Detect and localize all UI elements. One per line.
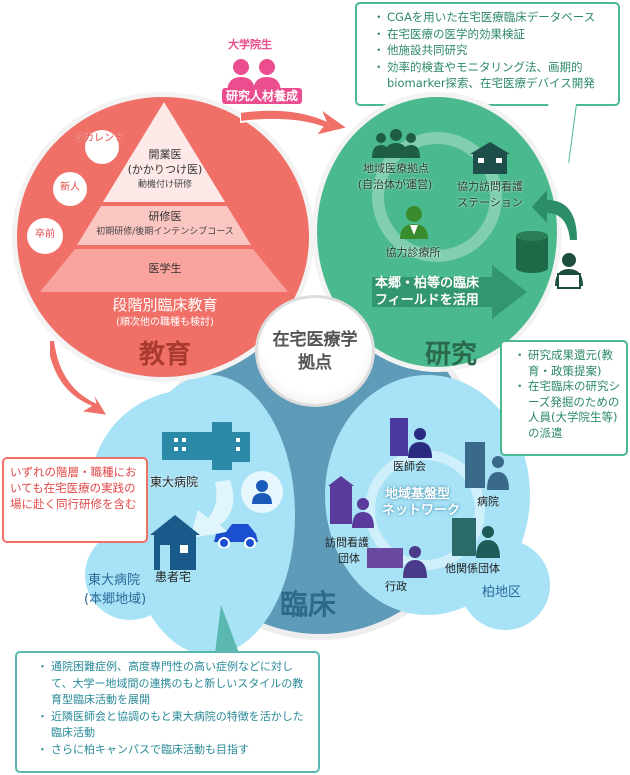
education-caption: 段階別臨床教育: [112, 296, 218, 314]
government-label: 行政: [385, 580, 407, 593]
bottom-callout-tail: [215, 605, 239, 653]
patient-home-label: 患者宅: [155, 570, 192, 584]
car-icon: [214, 524, 258, 548]
todai-hospital-icon: [162, 422, 250, 470]
callout-item: 通院困難症例、高度専門性の高い症例などに対して、大学ー地域間の連携のもと新しいス…: [37, 659, 312, 709]
training-note-callout: いずれの階層・職種においても在宅医療の実践の場に赴く同行研修を含む: [2, 457, 148, 543]
graduate-label: 大学院生: [228, 38, 272, 51]
callout-item: 在宅臨床の研究シーズ発掘のための人員(大学院生等)の派遣: [514, 379, 621, 441]
clinical-activity-callout: 通院困難症例、高度専門性の高い症例などに対して、大学ー地域間の連携のもと新しいス…: [15, 651, 320, 773]
node-regional-base: 地域医療拠点: [363, 162, 429, 175]
research-talent-banner: 研究人材養成: [222, 88, 303, 105]
pyramid-top-note: 動機付け研修: [137, 180, 192, 190]
pyramid-mid-note: 初期研修/後期インテンシブコース: [96, 227, 234, 237]
callout-item: さらに柏キャンパスで臨床活動も目指す: [37, 742, 312, 759]
doctor-bubble-icon: [241, 471, 283, 513]
research-topics-callout: CGAを用いた在宅医療臨床データベース 在宅医療の医学的効果検証 他施設共同研究…: [355, 2, 620, 106]
kashiwa-area-label: 柏地区: [482, 585, 522, 600]
other-orgs-icon: [452, 518, 500, 558]
field-arrow-icon: [372, 265, 527, 319]
government-icon: [367, 546, 427, 578]
regional-medical-base-icon: [372, 129, 420, 158]
nursing-org-sub: 団体: [338, 552, 360, 565]
nursing-org-icon: [328, 476, 374, 528]
arrow-to-research-icon: [240, 105, 350, 138]
callout-item: 近隣医師会と協調のもと東大病院の特徴を活かした臨床活動: [37, 709, 312, 742]
researcher-laptop-icon: [555, 253, 583, 289]
center-hub-line1: 在宅医療学: [272, 330, 358, 350]
pyramid-top-title: 開業医: [148, 148, 182, 161]
medical-association-icon: [390, 418, 432, 458]
stage-recurrent: [85, 130, 119, 164]
stage-newcomer: [53, 172, 87, 206]
node-nursing-station-sub: ステーション: [457, 196, 523, 209]
callout-item: 他施設共同研究: [373, 42, 610, 59]
callout-item: 効率的検査やモニタリング法、画期的biomarker探索、在宅医療デバイス開発: [373, 59, 610, 92]
education-pyramid: [40, 102, 288, 292]
flow-arrow-icon: [190, 480, 234, 538]
other-orgs-label: 他関係団体: [445, 562, 500, 575]
house-icon: [150, 515, 200, 570]
pyramid-bottom-title: 医学生: [148, 262, 182, 275]
field-text-line2: フィールドを活用: [375, 293, 479, 308]
pyramid-top-sub: (かかりつけ医): [127, 163, 203, 176]
todai-hospital-label: 東大病院: [150, 475, 199, 489]
callout-tail: [548, 104, 576, 164]
hongo-area-label: 東大病院: [88, 573, 141, 588]
stage-newcomer-label: 新人: [60, 182, 80, 193]
arrow-to-clinical-icon: [50, 340, 110, 418]
stage-undergrad: [27, 218, 63, 254]
node-clinic: 協力診療所: [385, 246, 441, 259]
network-label-2: ネットワーク: [382, 503, 461, 518]
center-hub: [255, 295, 375, 407]
network-label-1: 地域基盤型: [385, 487, 451, 502]
education-title: 教育: [138, 340, 191, 370]
hospital-label: 病院: [477, 495, 499, 508]
research-outcome-callout: 研究成果還元(教育・政策提案) 在宅臨床の研究シーズ発掘のための人員(大学院生等…: [500, 340, 628, 456]
database-icon: [516, 231, 548, 273]
return-arrow-icon: [532, 190, 577, 240]
nursing-station-icon: [470, 142, 510, 174]
field-text-line1: 本郷・柏等の臨床: [375, 276, 480, 291]
stage-recurrent-label: リカレント: [74, 133, 124, 144]
stage-undergrad-label: 卒前: [35, 229, 55, 240]
callout-item: 在宅医療の医学的効果検証: [373, 26, 610, 43]
center-hub-line2: 拠点: [298, 353, 332, 373]
research-title: 研究: [425, 340, 478, 370]
hospital-building-icon: [465, 442, 509, 490]
clinical-title: 臨床: [280, 588, 337, 621]
callout-item: 研究成果還元(教育・政策提案): [514, 348, 621, 379]
node-regional-base-sub: (自治体が運営): [357, 178, 433, 191]
nursing-org-label: 訪問看護: [325, 536, 369, 549]
medical-association-label: 医師会: [393, 460, 426, 473]
pyramid-mid-title: 研修医: [148, 210, 182, 223]
callout-item: CGAを用いた在宅医療臨床データベース: [373, 9, 610, 26]
doctor-icon: [400, 206, 428, 239]
node-nursing-station: 協力訪問看護: [457, 180, 523, 193]
education-caption-sub: (順次他の職種も検討): [116, 317, 214, 328]
hongo-area-sub: (本郷地域): [84, 592, 147, 607]
